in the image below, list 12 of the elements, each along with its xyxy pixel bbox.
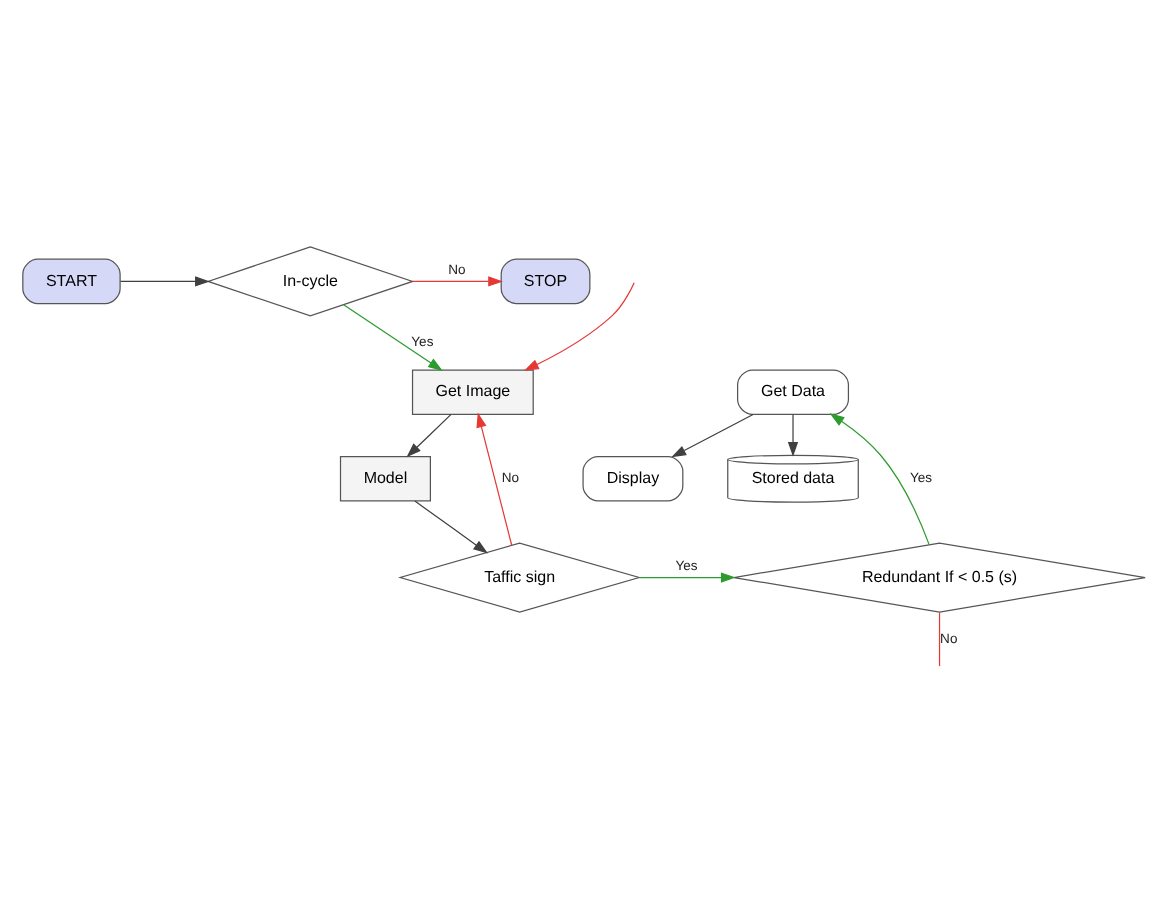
arrow xyxy=(406,414,452,458)
arrow xyxy=(343,304,443,371)
arrow xyxy=(476,412,513,546)
arrow xyxy=(638,572,736,583)
arrow xyxy=(412,276,503,287)
arrow xyxy=(671,413,754,458)
arrow xyxy=(829,413,930,545)
arrow xyxy=(414,500,488,554)
arrow xyxy=(787,414,799,457)
connector xyxy=(938,611,941,667)
arrow xyxy=(119,276,210,287)
arrow xyxy=(523,282,635,371)
